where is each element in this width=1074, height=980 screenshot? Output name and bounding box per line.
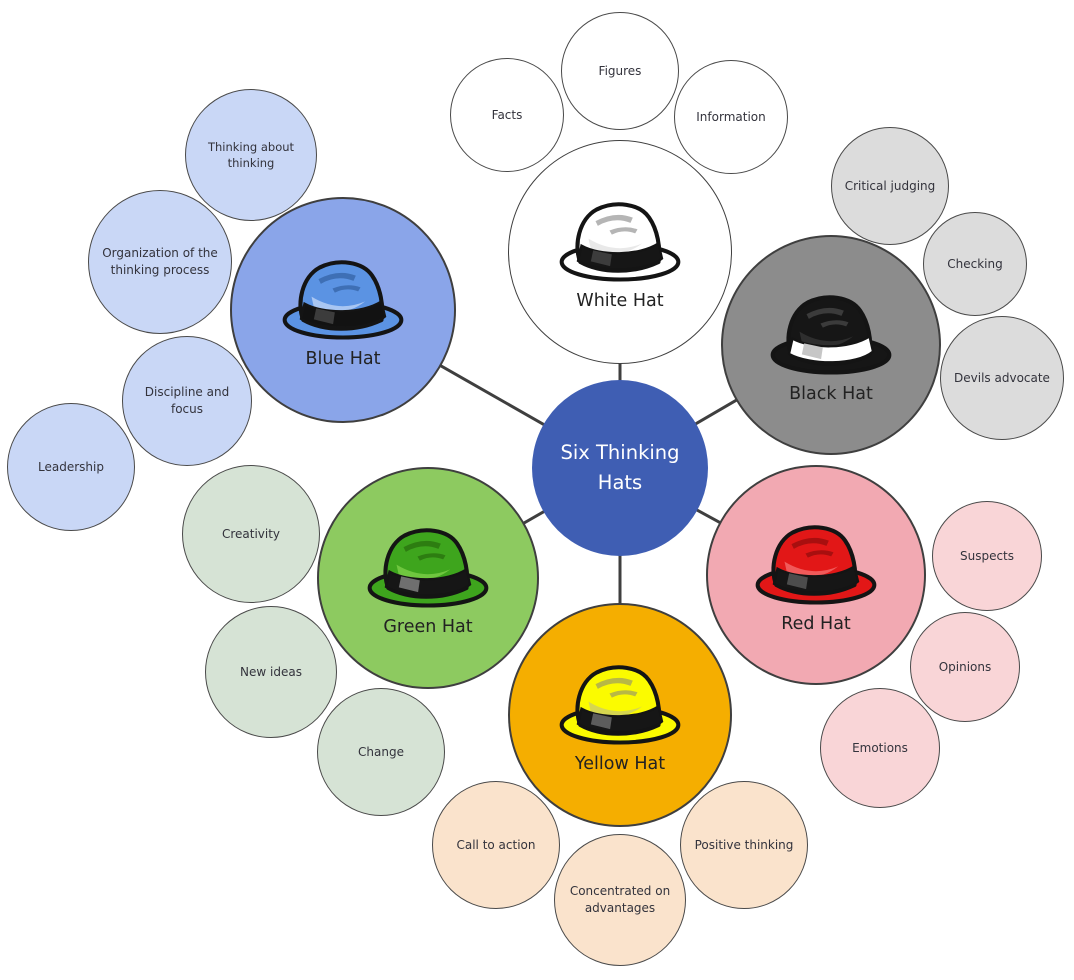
satellite-discipline-and-focus: Discipline and focus [122,336,252,466]
satellite-label: Suspects [959,548,1015,563]
satellite-creativity: Creativity [182,465,320,603]
satellite-label: Devils advocate [954,370,1050,385]
satellite-label: Call to action [456,837,536,852]
satellite-suspects: Suspects [932,501,1042,611]
blue-fedora-icon [273,252,413,346]
satellite-label: Organization of the thinking process [102,246,218,277]
satellite-checking: Checking [923,212,1027,316]
satellite-concentrated-on-advantages: Concentrated on advantages [554,834,686,966]
hat-label: Blue Hat [305,348,381,369]
satellite-emotions: Emotions [820,688,940,808]
satellite-label: Thinking about thinking [207,139,295,170]
satellite-label: New ideas [240,664,302,679]
satellite-figures: Figures [561,12,679,130]
satellite-label: Opinions [938,659,992,674]
satellite-devils-advocate: Devils advocate [940,316,1064,440]
satellite-new-ideas: New ideas [205,606,337,738]
satellite-label: Positive thinking [694,837,794,852]
satellite-organization-of-thinking-process: Organization of the thinking process [88,190,232,334]
hat-circle-red: Red Hat [706,465,926,685]
red-fedora-icon [746,517,886,611]
satellite-label: Checking [947,256,1003,271]
satellite-label: Information [696,109,766,124]
satellite-information: Information [674,60,788,174]
hat-label: Black Hat [789,383,873,404]
satellite-opinions: Opinions [910,612,1020,722]
white-fedora-icon [550,194,690,288]
hat-label: Yellow Hat [574,753,666,774]
hat-circle-white: White Hat [508,140,732,364]
satellite-label: Critical judging [844,178,936,193]
satellite-label: Concentrated on advantages [569,884,671,915]
hat-label: Red Hat [781,613,851,634]
satellite-label: Leadership [38,459,104,474]
satellite-positive-thinking: Positive thinking [680,781,808,909]
hat-circle-blue: Blue Hat [230,197,456,423]
hat-label: White Hat [576,290,664,311]
hat-circle-black: Black Hat [721,235,941,455]
satellite-label: Change [358,744,404,759]
hat-label: Green Hat [383,616,473,637]
central-topic-label: Six Thinking Hats [560,440,680,494]
satellite-label: Creativity [221,526,281,541]
green-fedora-icon [358,520,498,614]
satellite-facts: Facts [450,58,564,172]
satellite-critical-judging: Critical judging [831,127,949,245]
satellite-label: Figures [598,63,642,78]
satellite-call-to-action: Call to action [432,781,560,909]
black-fedora-icon [761,287,901,381]
satellite-label: Emotions [852,740,908,755]
satellite-label: Facts [491,107,523,122]
yellow-fedora-icon [550,657,690,751]
satellite-label: Discipline and focus [144,385,230,416]
satellite-change: Change [317,688,445,816]
central-topic: Six Thinking Hats [532,380,708,556]
hat-circle-yellow: Yellow Hat [508,603,732,827]
satellite-leadership: Leadership [7,403,135,531]
hat-circle-green: Green Hat [317,467,539,689]
satellite-thinking-about-thinking: Thinking about thinking [185,89,317,221]
